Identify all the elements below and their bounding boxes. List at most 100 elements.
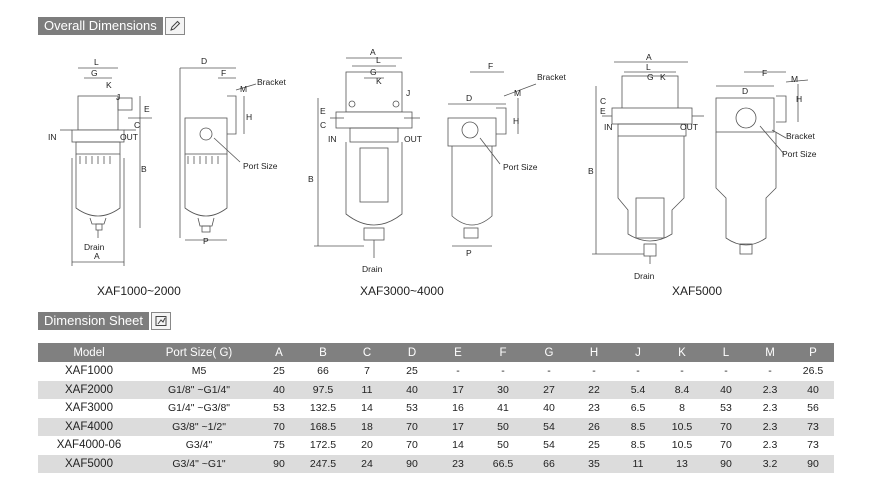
cell-model: XAF4000 (38, 417, 140, 436)
label-in: IN (604, 122, 613, 132)
table-cell: 70 (258, 417, 300, 436)
table-cell: - (724, 365, 728, 378)
label-bracket: Bracket (786, 131, 815, 141)
drawing-xaf1000-side (179, 67, 257, 241)
table-cell: 6.5 (630, 402, 646, 415)
drawing-xaf3000-side (447, 71, 537, 247)
table-cell: 8.5 (630, 439, 646, 452)
label-out: OUT (680, 122, 698, 132)
col-header-model: Model (38, 343, 140, 362)
dim-label-C: C (600, 96, 606, 106)
table-cell: 70 (388, 417, 436, 436)
table-cell: - (680, 365, 684, 378)
dimension-sheet-header: Dimension Sheet (38, 311, 171, 331)
dim-label-G: G (370, 67, 377, 77)
table-cell: 10.5 (660, 417, 704, 436)
label-bracket: Bracket (537, 72, 566, 82)
dim-label-B: B (308, 174, 314, 184)
table-cell: 70 (704, 417, 748, 436)
cell-port-size: G1/4" ~G3/8" (167, 402, 231, 415)
dim-label-L: L (94, 57, 99, 67)
dim-label-C: C (134, 120, 140, 130)
table-cell: 24 (346, 454, 388, 473)
cell-model: XAF5000 (38, 454, 140, 473)
table-cell: 27 (526, 380, 572, 399)
label-drain: Drain (84, 242, 105, 252)
table-cell: 2.3 (762, 402, 778, 415)
table-cell: - (456, 365, 460, 378)
col-header-k: K (660, 343, 704, 362)
table-cell: 73 (807, 439, 819, 452)
dim-label-A: A (646, 52, 652, 62)
dim-label-F: F (221, 68, 226, 78)
dim-label-D: D (742, 86, 748, 96)
table-cell: 16 (452, 402, 464, 415)
drawing-xaf5000-front (592, 61, 704, 264)
table-cell: 132.5 (309, 402, 337, 415)
table-cell: 54 (543, 439, 555, 452)
table-cell: 66 (317, 365, 329, 378)
dim-label-K: K (106, 80, 112, 90)
dim-label-L: L (376, 55, 381, 65)
pencil-icon (164, 17, 185, 35)
dim-label-M: M (791, 74, 798, 84)
table-cell: 20 (361, 439, 373, 452)
label-in: IN (48, 132, 57, 142)
cell-model: XAF4000-06 (56, 439, 122, 452)
dimension-sheet-title: Dimension Sheet (38, 312, 149, 330)
table-cell: 11 (346, 380, 388, 399)
col-header-port-size: Port Size( G) (140, 343, 258, 362)
table-cell: 66 (526, 454, 572, 473)
col-header-b: B (300, 343, 346, 362)
table-cell: 247.5 (300, 454, 346, 473)
col-header-c: C (346, 343, 388, 362)
label-drain: Drain (362, 264, 383, 274)
table-cell: - (592, 365, 596, 378)
table-cell: 70 (720, 439, 732, 452)
dim-label-L: L (646, 62, 651, 72)
dim-label-C: C (320, 120, 326, 130)
col-header-e: E (436, 343, 480, 362)
technical-drawings: L G K J E C IN OUT B Drain A D F M Brack… (48, 47, 817, 281)
dim-label-H: H (513, 116, 519, 126)
table-cell: 40 (388, 380, 436, 399)
table-cell: 8.4 (660, 380, 704, 399)
overall-dimensions-title: Overall Dimensions (38, 17, 163, 35)
table-cell: 70 (406, 439, 418, 452)
table-cell: 2.3 (748, 417, 792, 436)
dim-label-K: K (376, 76, 382, 86)
table-cell: 40 (543, 402, 555, 415)
table-cell: 3.2 (748, 454, 792, 473)
table-cell: 22 (572, 380, 616, 399)
dim-label-J: J (116, 92, 120, 102)
drawing-xaf3000-front (314, 57, 420, 258)
cell-port-size: G1/8" ~G1/4" (140, 380, 258, 399)
table-cell: 14 (361, 402, 373, 415)
dim-label-K: K (660, 72, 666, 82)
dim-label-P: P (466, 248, 472, 258)
dimension-table: Model Port Size( G) A B C D E F G H J K … (38, 343, 834, 473)
table-cell: 97.5 (300, 380, 346, 399)
dim-label-F: F (488, 61, 493, 71)
dim-label-B: B (141, 164, 147, 174)
label-out: OUT (120, 132, 138, 142)
col-header-m: M (748, 343, 792, 362)
dim-label-F: F (762, 68, 767, 78)
table-cell: - (636, 365, 640, 378)
table-cell: 41 (497, 402, 509, 415)
label-in: IN (328, 134, 337, 144)
table-cell: 13 (660, 454, 704, 473)
table-cell: 40 (704, 380, 748, 399)
table-cell: 23 (588, 402, 600, 415)
cell-port-size: G3/4" ~G1" (140, 454, 258, 473)
table-cell: 17 (436, 417, 480, 436)
col-header-f: F (480, 343, 526, 362)
table-cell: 14 (452, 439, 464, 452)
table-cell: 35 (572, 454, 616, 473)
